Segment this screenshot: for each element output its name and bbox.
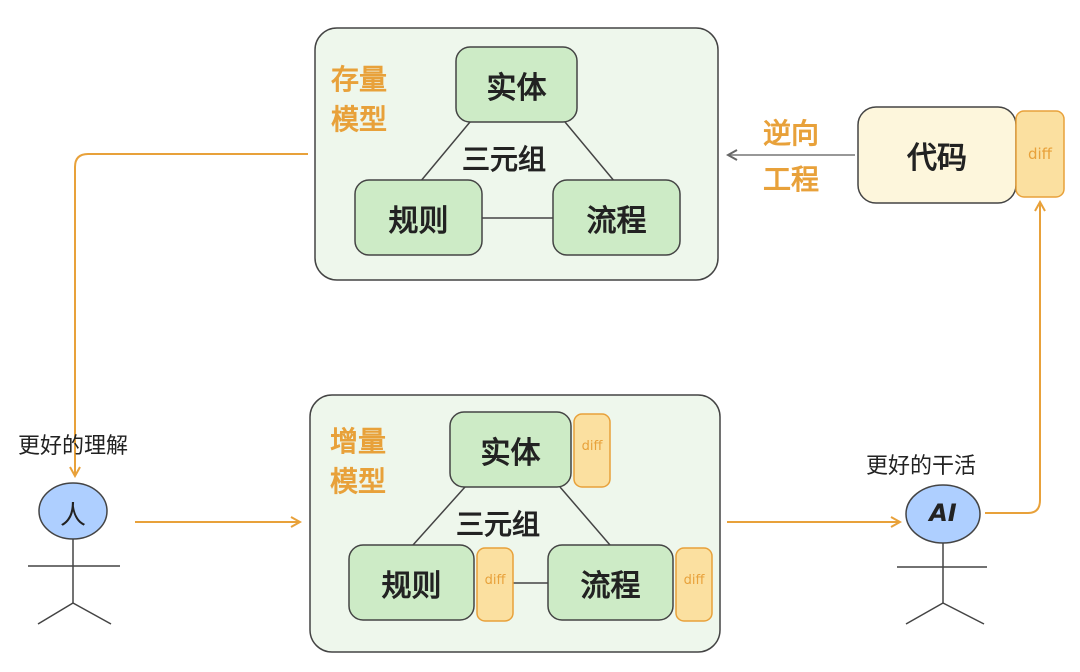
entity-diff-tag [573,413,611,488]
rule-diff-label: diff [484,573,506,588]
ai-head-label: AI [929,499,957,527]
bottom-entity-process-link [559,486,611,546]
ai-to-code-arrow [985,202,1040,514]
top-process-node [552,179,681,256]
ai-body [897,543,987,625]
bottom-rule-node [348,544,475,621]
top-entity-rule-link [419,121,471,183]
bottom-process-label: 流程 [580,568,641,604]
top-model-to-human-arrow [75,153,308,476]
rule-diff-tag [476,547,514,622]
top-rule-node [354,179,483,256]
bottom-process-node [547,544,674,621]
code-label: 代码 [907,141,967,176]
code-diff-tag [1015,110,1065,198]
top-model-label-line1: 存量 [331,63,388,96]
bottom-entity-rule-link [412,486,466,546]
top-model-label-line2: 模型 [331,103,388,136]
bottom-model-label-line2: 模型 [330,465,387,498]
top-entity-label: 实体 [486,70,547,106]
bottom-entity-label: 实体 [480,435,541,471]
top-process-label: 流程 [586,203,647,239]
bottom-entity-node [449,411,572,488]
bottom-triple-label: 三元组 [456,508,541,541]
process-diff-tag [675,547,713,622]
bottom-model-label-line1: 增量 [330,425,387,458]
human-head-label: 人 [59,501,86,531]
reverse-engineering-line1: 逆向 [763,117,820,150]
top-entity-node [455,46,578,123]
ai-caption: 更好的干活 [866,454,977,479]
bottom-rule-label: 规则 [381,568,442,604]
entity-diff-label: diff [581,439,603,454]
process-diff-label: diff [683,573,705,588]
reverse-engineering-line2: 工程 [763,163,820,196]
top-entity-process-link [564,121,616,183]
code-diff-label: diff [1027,145,1053,163]
human-caption: 更好的理解 [18,434,129,459]
top-triple-label: 三元组 [462,143,547,176]
top-rule-label: 规则 [388,203,449,239]
human-body [28,539,120,625]
